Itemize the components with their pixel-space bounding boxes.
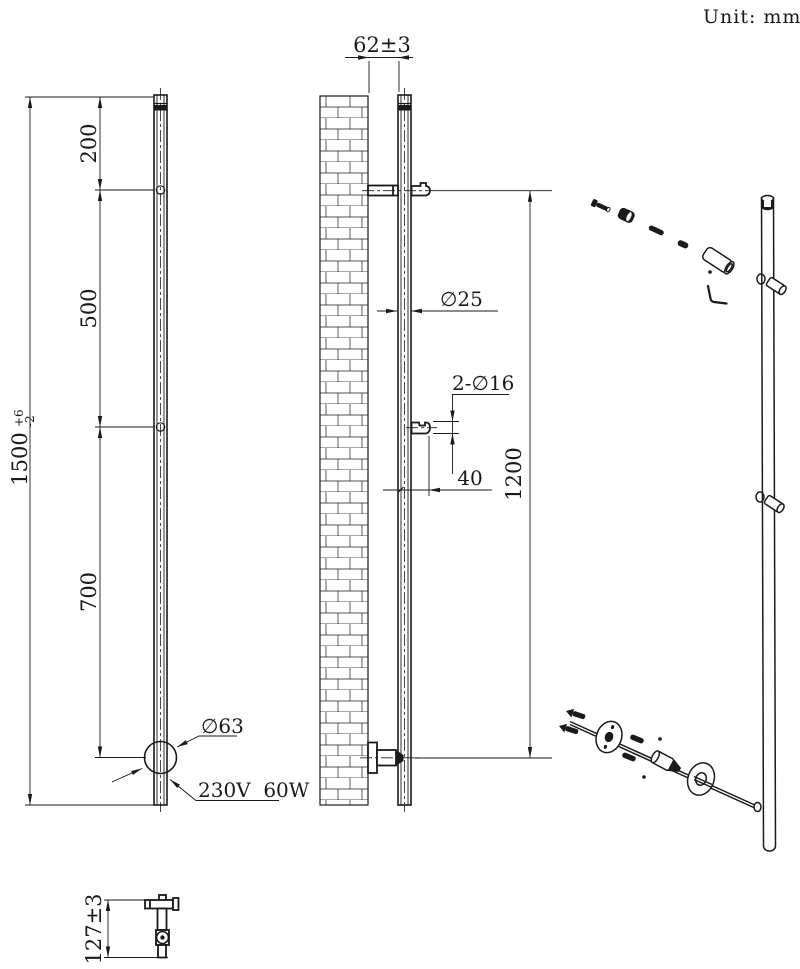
iso-wall-flange: [595, 720, 623, 754]
iso-pole-cap-inset: [764, 200, 771, 207]
top-mounting-arm: [362, 182, 437, 197]
iso-rod-through-hole: [693, 775, 713, 789]
hook-projection-dimension: 40: [383, 436, 492, 496]
dim-127-label: 127±3: [82, 893, 106, 964]
detail-pole-section: [155, 930, 170, 945]
dim-1500-label: 1500: [8, 432, 32, 485]
detail-center-dot: [160, 935, 165, 940]
iso-dot-1: [658, 737, 662, 741]
dia25-label: ∅25: [440, 287, 483, 311]
iso-upper-hook: [756, 273, 787, 296]
iso-wall-screw-2: [559, 723, 579, 735]
iso-nut: [617, 207, 635, 223]
exploded-view: [559, 194, 787, 852]
iso-pole-body: [760, 197, 777, 852]
dim-1500-tol-upper: +6: [12, 409, 26, 427]
side-pole-cap-band: [398, 105, 411, 111]
front-dimension-arrows: [27, 97, 103, 805]
wall-brick-hatch: [320, 96, 368, 805]
power-label: 230V 60W: [198, 778, 310, 802]
mount-height-dimension: 1200: [414, 190, 552, 759]
detail-part: [144, 894, 180, 959]
front-pole-cap-band: [154, 105, 167, 111]
front-view: 200 500 700 1500 +6 -2 ∅63 230V 60W: [8, 88, 310, 812]
dim-2x16-label: 2-∅16: [452, 371, 514, 395]
side-view: 62±3 ∅25 2-∅16: [319, 33, 552, 812]
dia63-label: ∅63: [201, 714, 244, 738]
iso-screw: [590, 199, 611, 213]
dim-200-label: 200: [77, 123, 101, 163]
front-lower-mount-hole: [155, 422, 166, 432]
iso-grub-bit: [677, 240, 689, 249]
iso-pole-boss: [753, 801, 762, 813]
dim-40-label: 40: [457, 466, 482, 490]
side-pole-inner-lines: [400, 95, 409, 805]
wall-offset-dimension: 62±3: [345, 33, 413, 93]
iso-lower-hook: [755, 491, 785, 514]
detail-dimension: 127±3: [82, 893, 168, 965]
front-pole-inner-lines: [156, 95, 165, 805]
front-leaders: ∅63 230V 60W: [111, 714, 310, 802]
dim-500-label: 500: [77, 288, 101, 328]
iso-dot-screw: [708, 270, 712, 274]
iso-anchor-1: [630, 734, 644, 744]
dim-62-label: 62±3: [353, 33, 411, 57]
iso-hook-hardware: [590, 199, 735, 305]
iso-wall-screw-1: [566, 708, 586, 720]
iso-setscrew: [648, 225, 664, 236]
iso-mount-hardware: [559, 708, 762, 813]
dim-700-label: 700: [77, 572, 101, 612]
dim-1200-label: 1200: [502, 447, 526, 500]
hook-diameter-dimension: 2-∅16: [433, 371, 514, 474]
top-hook: [410, 182, 431, 197]
dim-1500-tol-lower: -2: [23, 415, 37, 427]
iso-anchor-2: [622, 752, 636, 762]
unit-label: Unit: mm: [703, 6, 800, 28]
detail-view: 127±3: [82, 893, 180, 965]
iso-hook-sleeve: [701, 246, 735, 275]
front-upper-mount-hole: [155, 185, 166, 195]
iso-allen-key: [706, 284, 728, 305]
middle-hook: [406, 421, 437, 435]
tube-diameter-dimension: ∅25: [377, 287, 498, 314]
front-heater-base-circle: [143, 740, 178, 775]
iso-dot-2: [642, 775, 646, 779]
front-dimension-lines: [25, 96, 157, 806]
iso-spacer: [650, 750, 682, 772]
bottom-bracket: [360, 741, 420, 774]
